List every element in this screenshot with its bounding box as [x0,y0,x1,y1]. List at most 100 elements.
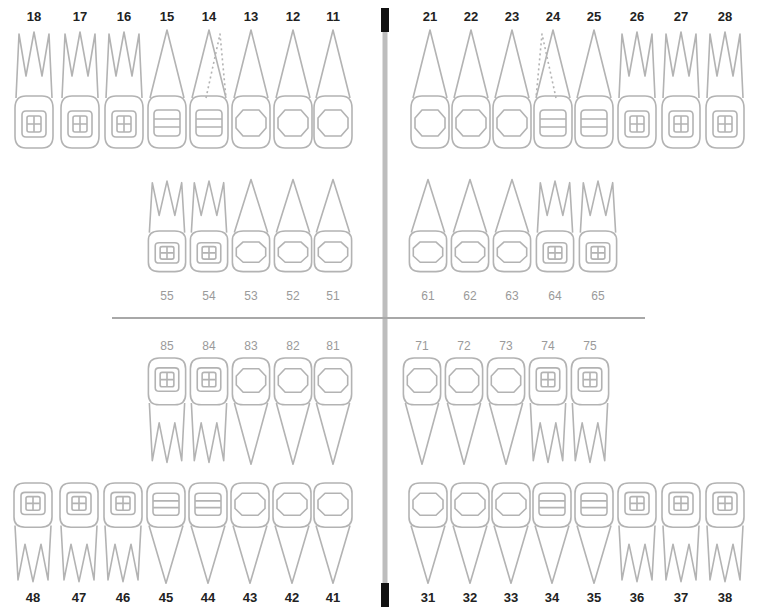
tooth [493,30,531,148]
occlusal-groove [117,116,131,132]
tooth-number: 25 [587,10,601,23]
tooth-root [276,403,309,464]
occlusal-face [21,492,45,514]
occlusal-fossa [117,116,131,132]
tooth [662,483,700,582]
tooth-crown [148,231,185,272]
tooth-crown [403,358,440,405]
occlusal-fossa [718,116,732,132]
tooth-root [105,526,141,582]
occlusal-face [236,110,266,136]
tooth-number: 55 [160,290,173,302]
tooth-number: 46 [116,591,130,604]
occlusal-face [449,369,478,392]
tooth-crown [232,231,269,272]
tooth [706,32,744,148]
occlusal-fossa [72,497,86,511]
tooth-number: 23 [505,10,519,23]
tooth-root [62,32,98,98]
tooth-root [234,30,268,98]
tooth-number: 18 [27,10,41,23]
midline-bar [381,8,389,32]
extra-root [536,34,556,98]
tooth-crown [662,483,700,527]
tooth-number: 21 [423,10,437,23]
tooth-root [447,403,480,464]
tooth-number: 85 [160,340,173,352]
tooth-number: 32 [463,591,477,604]
tooth [452,30,490,148]
tooth-number: 61 [421,290,434,302]
occlusal-face [625,492,649,514]
tooth-root [536,30,570,98]
tooth-crown [314,96,352,148]
tooth-crown [274,231,311,272]
tooth [487,358,524,464]
occlusal-fossa [160,247,174,259]
tooth-root [234,403,267,464]
tooth-number: 15 [160,10,174,23]
tooth-number: 38 [718,591,732,604]
occlusal-face [318,242,347,262]
tooth-number: 47 [72,591,86,604]
occlusal-groove [160,247,174,259]
tooth-number: 65 [591,290,604,302]
tooth [189,483,227,583]
midline-bar [381,583,389,607]
tooth-number: 53 [244,290,257,302]
tooth-number: 33 [504,591,518,604]
occlusal-groove [26,497,40,511]
tooth [148,181,185,271]
tooth-root [15,526,51,582]
tooth-crown [314,231,351,272]
tooth [147,483,185,583]
tooth-root [316,180,349,233]
tooth-number: 62 [463,290,476,302]
midline [383,8,388,606]
occlusal-face [539,493,565,515]
tooth-number: 82 [286,340,299,352]
occlusal-face [278,369,307,392]
occlusal-groove [581,119,607,127]
tooth-number: 28 [718,10,732,23]
tooth-crown [618,96,656,148]
occlusal-fossa [718,497,732,511]
tooth-crown [706,96,744,148]
tooth-row [148,180,616,272]
tooth [105,32,143,148]
occlusal-fossa [202,247,216,259]
tooth-crown [14,483,52,527]
occlusal-face [318,110,348,136]
tooth-root [191,403,226,462]
tooth [232,358,269,464]
tooth-root [16,32,52,98]
tooth-root [663,32,699,98]
tooth [451,483,489,583]
tooth-crown [451,231,488,272]
tooth-root [577,526,611,584]
occlusal-face [195,493,221,515]
tooth-number: 31 [421,591,435,604]
tooth-root [275,526,309,584]
occlusal-groove [581,501,607,508]
tooth-root [191,526,225,584]
occlusal-groove [540,119,566,127]
occlusal-face [111,492,135,514]
tooth-row [14,483,744,583]
occlusal-face [278,242,307,262]
occlusal-face [669,492,693,514]
tooth [148,30,186,148]
occlusal-groove [27,116,41,132]
occlusal-groove [202,372,216,386]
occlusal-face [713,111,737,137]
tooth [231,483,269,583]
occlusal-fossa [116,497,130,511]
occlusal-face [413,493,443,515]
tooth-crown [274,358,311,405]
tooth-number: 75 [583,340,596,352]
tooth-number: 51 [326,290,339,302]
occlusal-face [456,110,486,136]
tooth-crown [534,96,572,148]
occlusal-groove [153,501,179,508]
tooth-number: 63 [505,290,518,302]
